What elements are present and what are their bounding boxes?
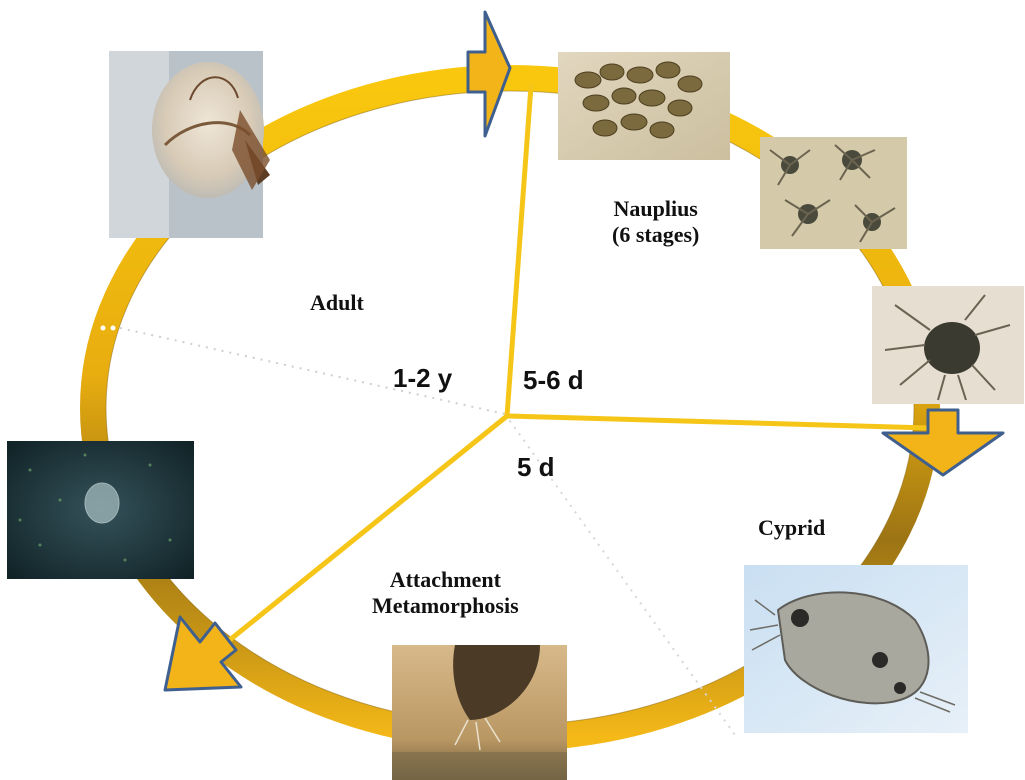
- arrow-down-right-icon: [883, 410, 1003, 475]
- duration-adult: 1-2 y: [393, 363, 452, 394]
- metamorphosis-label: Metamorphosis: [372, 593, 519, 619]
- duration-nauplius: 5-6 d: [523, 365, 584, 396]
- adult-barnacle-photo: [109, 51, 270, 238]
- nauplius-group-photo: [760, 137, 907, 249]
- nauplius-sublabel: (6 stages): [612, 222, 699, 248]
- divider-right: [507, 416, 930, 428]
- nauplius-late-photo: [872, 286, 1024, 404]
- attachment-photo: [392, 645, 567, 780]
- adult-label: Adult: [310, 290, 364, 315]
- divider-left: [200, 416, 507, 664]
- stage-label-cyprid: Cyprid: [758, 515, 825, 541]
- juvenile-photo: [7, 441, 194, 579]
- cyprid-label: Cyprid: [758, 515, 825, 540]
- arrow-right-top-icon: [468, 12, 510, 136]
- cyprid-photo: [744, 565, 968, 733]
- duration-cyprid: 5 d: [517, 452, 555, 483]
- stage-label-adult: Adult: [310, 290, 364, 316]
- attachment-label: Attachment: [372, 567, 519, 593]
- stage-label-nauplius: Nauplius (6 stages): [612, 196, 699, 248]
- nauplius-label: Nauplius: [612, 196, 699, 222]
- stage-label-attachment: Attachment Metamorphosis: [372, 567, 519, 619]
- ring-dot: [111, 326, 116, 331]
- eggs-photo: [558, 52, 730, 160]
- ring-dot: [101, 326, 106, 331]
